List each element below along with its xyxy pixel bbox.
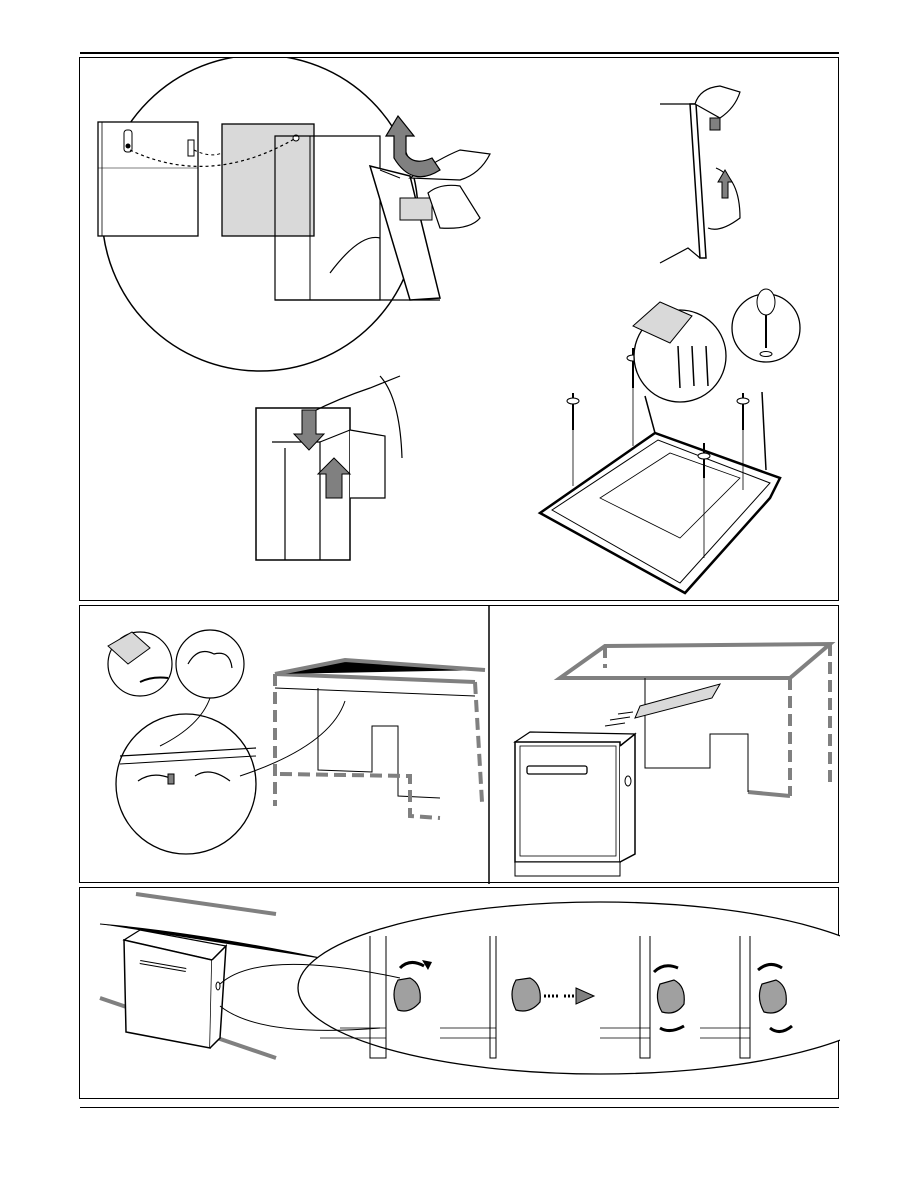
bottom-illustration-drawing xyxy=(80,888,840,1100)
knob-icon xyxy=(394,978,420,1011)
top-illustration-drawing xyxy=(80,58,840,602)
panel-hook-detail xyxy=(98,58,418,371)
knob-icon xyxy=(512,978,540,1011)
attach-protective-strip-under-worktop xyxy=(108,630,485,854)
dishwasher-icon xyxy=(124,930,226,1048)
bottom-illustration-panel xyxy=(79,887,839,1099)
arrow-up-icon xyxy=(718,170,732,198)
knob-icon xyxy=(759,980,786,1013)
top-rule xyxy=(80,52,839,54)
dishwasher-icon xyxy=(515,732,635,876)
top-illustration-panel xyxy=(79,57,839,601)
lift-panel-vertical xyxy=(660,86,740,263)
slide-panel-into-frame xyxy=(256,376,402,560)
screw-icon xyxy=(567,393,579,486)
middle-illustration-drawing xyxy=(80,606,840,884)
bottom-rule xyxy=(80,1107,839,1108)
knob-icon xyxy=(657,980,684,1013)
middle-illustration-panel xyxy=(79,605,839,883)
push-appliance-into-cabinet-niche xyxy=(515,644,830,876)
screw-panel-to-door xyxy=(540,289,800,593)
